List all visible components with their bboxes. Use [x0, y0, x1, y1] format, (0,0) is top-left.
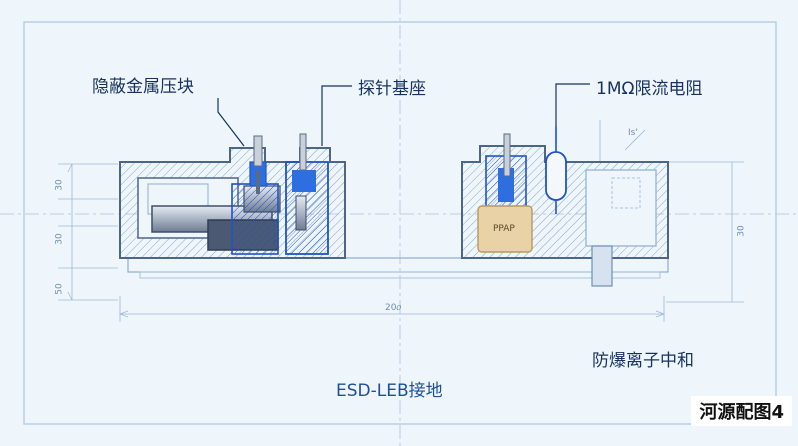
dim-30-lower: 30	[54, 233, 65, 245]
figure-tag: 河源配图4	[691, 396, 792, 426]
drawing-frame	[23, 21, 777, 425]
ppap-block	[477, 205, 533, 253]
probe-seat	[285, 133, 329, 255]
left-probe	[231, 135, 279, 255]
dim-30-right: 30	[736, 225, 747, 237]
base-rail	[127, 257, 669, 273]
resistor	[545, 126, 567, 214]
label-resistor: 1MΩ限流电阻	[596, 79, 703, 99]
dim-200: 20𝑜	[385, 303, 402, 313]
leader-lines	[217, 83, 590, 147]
dim-angle: Is'	[628, 128, 638, 138]
dimension-lines-right	[599, 120, 744, 303]
dim-30-upper: 30	[54, 179, 65, 191]
right-probe	[485, 133, 527, 213]
label-probe-seat: 探针基座	[358, 79, 426, 99]
dim-50: 50	[54, 283, 65, 295]
base-rail-lower	[139, 271, 661, 279]
ppap-label: PPAP	[493, 224, 515, 234]
dimension-lines-left	[58, 163, 118, 301]
dimension-line-bottom	[118, 296, 666, 322]
label-ground: ESD-LEB接地	[336, 381, 443, 401]
label-shield-block: 隐蔽金属压块	[92, 77, 194, 97]
label-ionizer: 防爆离子中和	[592, 351, 694, 371]
